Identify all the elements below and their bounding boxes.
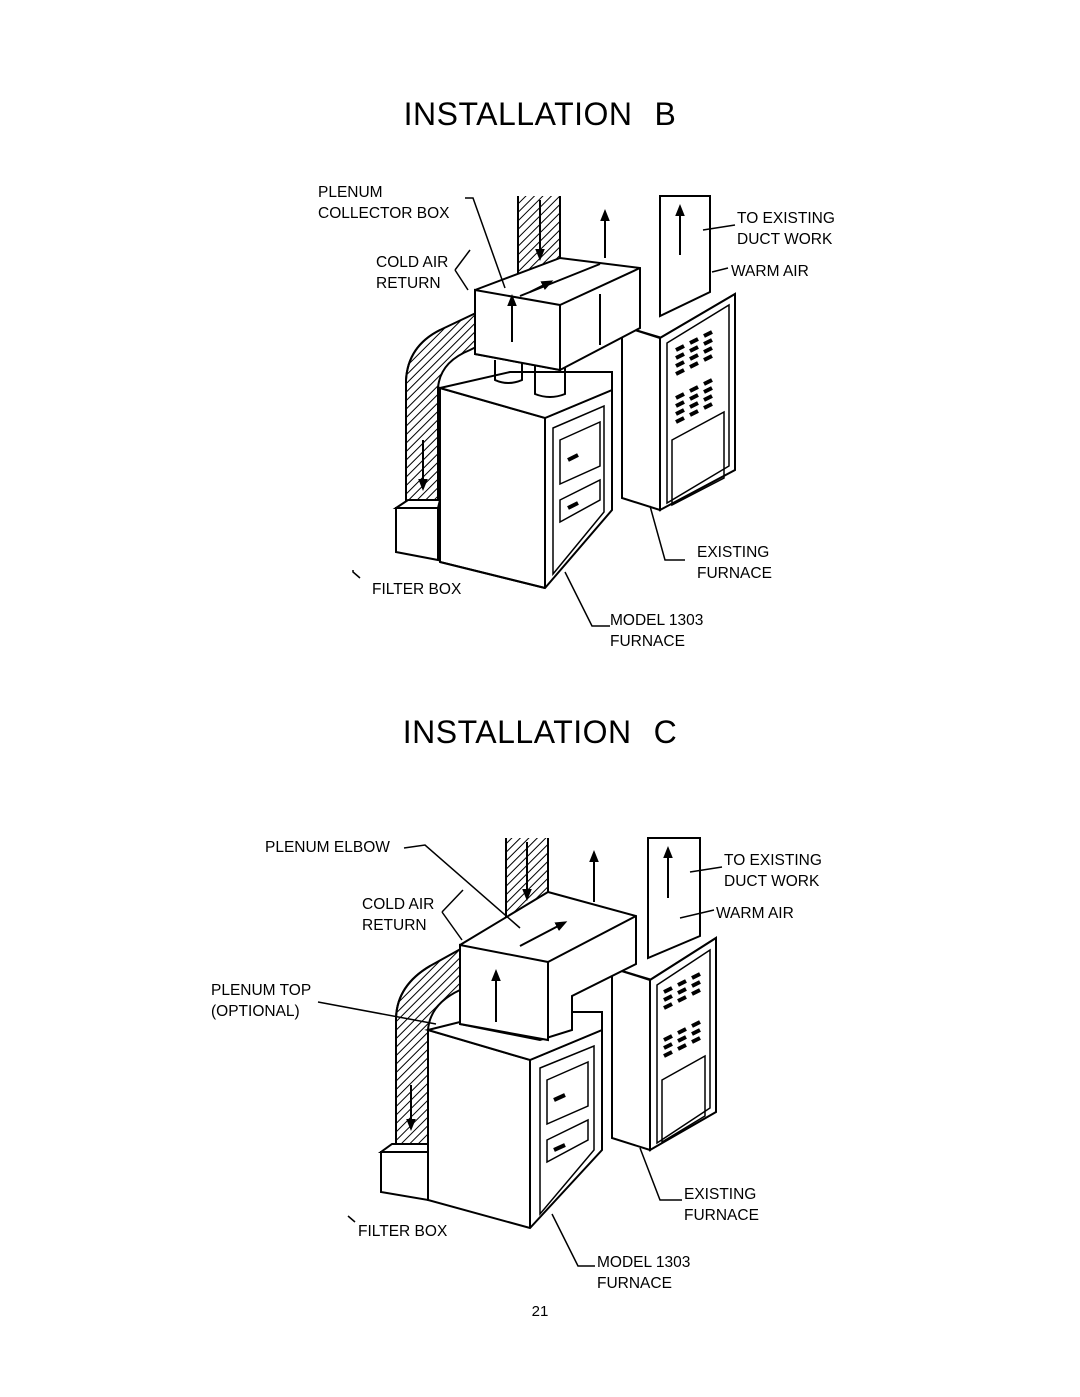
filter-box-label: FILTER BOX: [358, 1223, 448, 1240]
page-number: 21: [531, 1303, 549, 1320]
warm-air-label: WARM AIR: [716, 905, 794, 922]
existing-furnace-c: [611, 837, 717, 1152]
filter-box-c: [377, 1143, 432, 1202]
existing-furnace-b: [621, 195, 736, 512]
cold-air-return-label: COLD AIR: [376, 254, 448, 271]
model-1303-furnace-b: [439, 360, 613, 590]
existing-furnace-label-2: FURNACE: [684, 1207, 759, 1224]
existing-furnace-label-2: FURNACE: [697, 565, 772, 582]
plenum-elbow-label: PLENUM ELBOW: [265, 839, 390, 856]
model-furnace-label: MODEL 1303: [597, 1254, 690, 1271]
plenum-collector-box-label-2: COLLECTOR BOX: [318, 205, 450, 222]
plenum-top-label: PLENUM TOP: [211, 982, 311, 999]
plenum-top-label-2: (OPTIONAL): [211, 1003, 300, 1020]
model-furnace-label-2: FURNACE: [597, 1275, 672, 1292]
labels-b: PLENUM COLLECTOR BOX COLD AIR RETURN TO …: [318, 184, 835, 650]
filter-box-label: FILTER BOX: [372, 581, 462, 598]
to-existing-duct-work-label: TO EXISTING: [737, 210, 835, 227]
title-word: INSTALLATION: [403, 96, 633, 132]
cold-air-return-label-2: RETURN: [376, 275, 441, 292]
installation-c-diagram: [317, 837, 723, 1267]
to-existing-duct-work-label-2: DUCT WORK: [737, 231, 833, 248]
warm-air-label: WARM AIR: [731, 263, 809, 280]
cold-air-return-label-2: RETURN: [362, 917, 427, 934]
installation-b-title: INSTALLATION B: [0, 96, 1080, 133]
cold-air-return-label: COLD AIR: [362, 896, 434, 913]
installation-b-diagram: [352, 195, 736, 627]
model-1303-furnace-c: [424, 1011, 603, 1230]
installation-c-title: INSTALLATION C: [0, 714, 1080, 751]
title-letter: B: [654, 96, 677, 132]
plenum-elbow-c: [459, 890, 637, 1042]
existing-furnace-label: EXISTING: [697, 544, 769, 561]
model-furnace-label-2: FURNACE: [610, 633, 685, 650]
labels-c: PLENUM ELBOW COLD AIR RETURN PLENUM TOP …: [211, 839, 822, 1292]
filter-box-b: [392, 499, 442, 562]
title-letter: C: [653, 714, 678, 750]
existing-furnace-label: EXISTING: [684, 1186, 756, 1203]
plenum-collector-box-b: [474, 256, 641, 372]
plenum-collector-box-label: PLENUM: [318, 184, 383, 201]
to-existing-duct-work-label: TO EXISTING: [724, 852, 822, 869]
model-furnace-label: MODEL 1303: [610, 612, 703, 629]
leader-lines-c: [317, 844, 723, 1267]
to-existing-duct-work-label-2: DUCT WORK: [724, 873, 820, 890]
leader-lines-b: [352, 197, 736, 627]
title-word: INSTALLATION: [402, 714, 632, 750]
